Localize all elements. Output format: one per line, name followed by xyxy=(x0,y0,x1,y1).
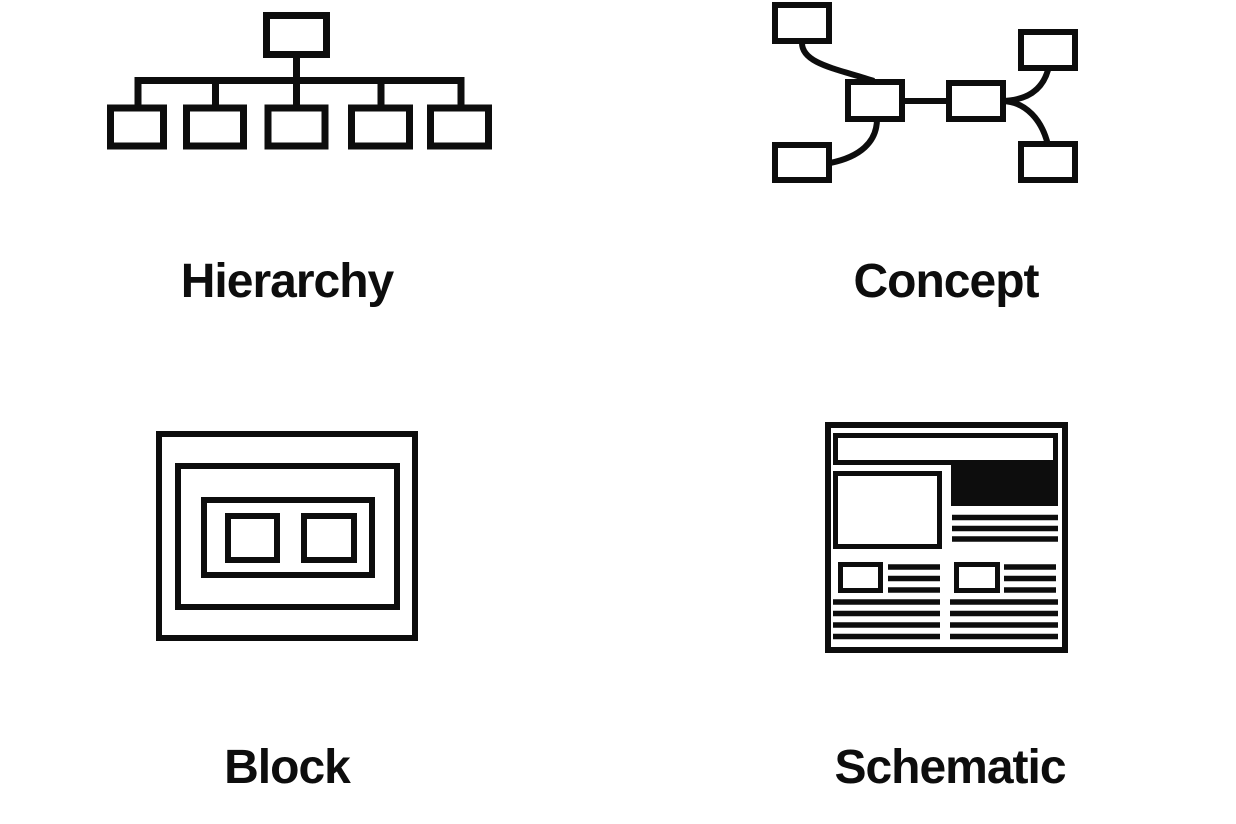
concept-map-icon xyxy=(772,2,1078,183)
option-schematic[interactable]: Schematic xyxy=(618,412,1236,824)
option-label-block: Block xyxy=(224,741,351,794)
option-label-concept: Concept xyxy=(853,255,1040,308)
option-label-schematic: Schematic xyxy=(834,741,1066,794)
option-label-hierarchy: Hierarchy xyxy=(180,255,394,308)
hierarchy-diagram-icon xyxy=(107,12,492,150)
block-diagram-icon xyxy=(156,431,418,641)
option-concept[interactable]: Concept xyxy=(618,0,1236,412)
option-hierarchy[interactable]: Hierarchy xyxy=(0,0,618,412)
option-block[interactable]: Block xyxy=(0,412,618,824)
schematic-layout-icon xyxy=(825,422,1068,653)
